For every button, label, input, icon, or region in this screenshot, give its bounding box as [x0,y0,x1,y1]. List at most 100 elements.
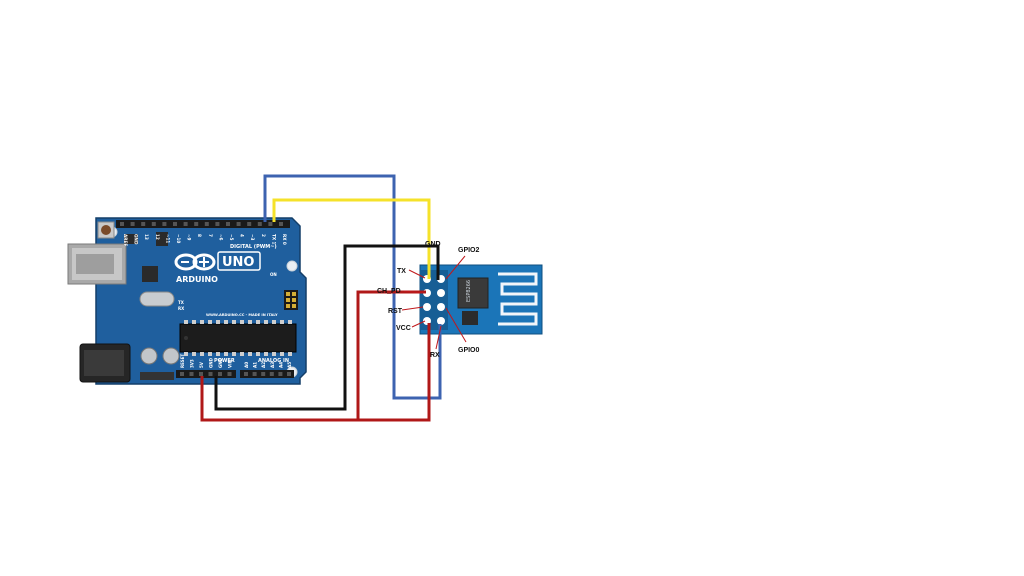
analog-pin-label: A1 [253,362,258,368]
chip-pin [240,352,244,356]
header-socket [236,222,241,226]
digital-pin-label: 2 [261,234,266,237]
vcc-label: VCC [396,325,411,332]
arduino-uno-board: ARDUINO UNO DIGITAL (PWM~) POWER ANALOG … [67,217,307,385]
gpio0-label: GPIO0 [458,347,480,354]
chip-pin [200,320,204,324]
chip-pin [192,320,196,324]
dc-power-jack [79,343,131,383]
esp-pin [437,289,445,297]
chip-pin [288,320,292,324]
header-socket [189,372,194,376]
header-socket [252,372,257,376]
digital-header-label: DIGITAL (PWM~) [230,244,277,250]
header-socket [162,222,167,226]
wires [200,174,442,422]
digital-pin-label: 8 [197,234,202,237]
esp-pin [437,317,445,325]
chip-pin [272,320,276,324]
gnd-label: GND [425,241,441,248]
digital-pin-label: ~11 [165,234,170,243]
digital-pin-label: 4 [240,234,245,237]
chip-pin [280,352,284,356]
chip-pin [248,320,252,324]
red-wire-vcc [200,323,431,422]
header-socket [244,372,248,376]
tx-led-label: TX [178,300,184,305]
header-socket [278,372,283,376]
analog-header [240,370,294,378]
digital-pin-label: ~10 [176,234,181,243]
tx-label: TX [397,268,406,275]
analog-pin-label: A3 [270,362,275,368]
atmega328-chip [179,320,297,356]
esp8266-chip [457,277,489,309]
crystal-oscillator [139,291,175,307]
digital-pin-label: 12 [155,234,160,240]
header-socket [180,372,184,376]
mounting-hole [286,260,298,272]
chip-pin [288,352,292,356]
chip-pin [240,320,244,324]
header-socket [215,222,220,226]
chip-pin [184,352,188,356]
rx-label: RX [430,352,440,359]
chip-pin [192,352,196,356]
header-socket [268,222,273,226]
esp-chip-label: ESP8266 [466,280,472,302]
power-pin-label: VIN [228,360,233,368]
analog-pin-label: A5 [287,362,292,368]
chip-pin [280,320,284,324]
power-pin-label: GND [218,357,223,368]
header-socket [226,222,230,226]
icsp-header [284,290,298,310]
header-socket [227,372,232,376]
uno-model-text: UNO [222,255,255,270]
power-pin-label: RESET [180,354,185,368]
pin-callouts [401,255,467,350]
header-socket [279,222,283,226]
esp-pins [423,275,445,325]
chip-pin [256,352,260,356]
regulator-chip [156,232,168,246]
analog-pin-label: A0 [244,362,249,368]
esp-pin [437,303,445,311]
chip-pin [208,352,212,356]
on-led-label: ON [270,272,277,277]
header-socket [261,372,266,376]
header-socket [194,222,199,226]
header-socket [130,222,135,226]
usb-interface-chip [142,266,158,282]
chip-pin [264,320,268,324]
header-socket [183,222,188,226]
header-socket [208,372,213,376]
digital-pin-label: 13 [144,234,149,240]
digital-pin-label: GND [134,234,139,245]
chip-pin [200,352,204,356]
chip-pin [208,320,212,324]
yellow-wire-tx [272,198,431,279]
analog-pin-label: A2 [261,362,266,368]
header-socket [120,222,124,226]
ch-pd-label: CH_PD [377,288,401,295]
digital-header [116,220,290,228]
analog-header-label: ANALOG IN [258,358,289,364]
power-pin-label: GND [209,357,214,368]
header-socket [257,222,262,226]
chip-pin [248,352,252,356]
regulator-chip [124,234,138,244]
power-header-label: POWER [214,358,235,364]
header-socket [173,222,177,226]
chip-pin [256,320,260,324]
power-header [176,370,236,378]
chip-pin [216,320,220,324]
antenna-trace-icon [498,272,538,326]
arduino-brand-text: ARDUINO [176,275,218,284]
chip-pin [224,320,228,324]
chip-pin [232,320,236,324]
chip-pin [272,352,276,356]
chip-pin [184,320,188,324]
